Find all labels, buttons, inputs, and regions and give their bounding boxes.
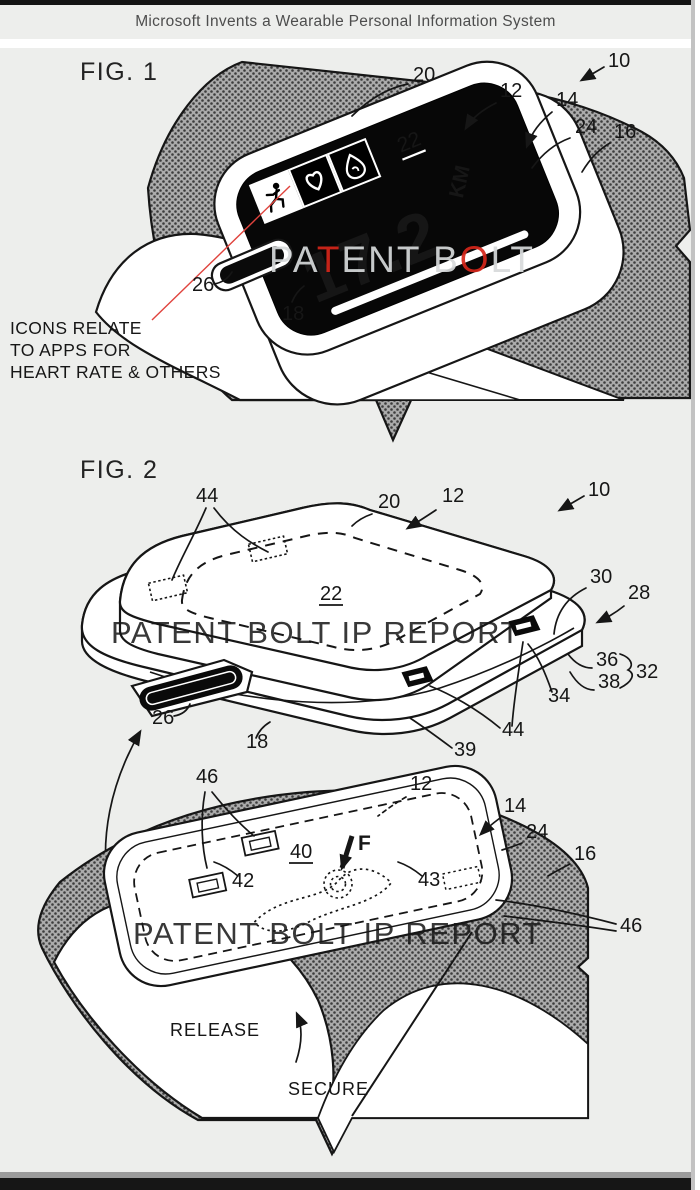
- fig2-force-label: F: [358, 832, 371, 855]
- fig1-note-line2: TO APPS FOR: [10, 340, 131, 360]
- fig1-ref-20: 20: [413, 64, 435, 86]
- fig2-ref-20: 20: [378, 491, 400, 513]
- fig2-watermark-top: PATENT BOLT IP REPORT: [111, 615, 521, 650]
- fig2-ref-46-right: 46: [620, 915, 642, 937]
- fig2-ref-26: 26: [152, 707, 174, 729]
- fig1-label: FIG. 1: [80, 58, 158, 86]
- fig2-leader-28: [598, 606, 624, 622]
- fig1-watermark: PATENT BOLT: [269, 239, 535, 280]
- fig1-note-line3: HEART RATE & OTHERS: [10, 362, 221, 382]
- fig2-ref-46-top: 46: [196, 766, 218, 788]
- fig2-secure-label: SECURE: [288, 1079, 369, 1099]
- fig2-ref-10: 10: [588, 479, 610, 501]
- fig2-ref-44-top: 44: [196, 485, 218, 507]
- fig2-ref-16: 16: [574, 843, 596, 865]
- fig2-ref-24: 24: [526, 821, 548, 843]
- fig1-ref-18: 18: [282, 303, 304, 325]
- fig1-note-line1: ICONS RELATE: [10, 318, 142, 338]
- fig2-watermark-bottom: PATENT BOLT IP REPORT: [133, 916, 543, 951]
- fig2-ref-38: 38: [598, 671, 620, 693]
- fig1-ref-14: 14: [556, 89, 578, 111]
- fig1-ref-26: 26: [192, 274, 214, 296]
- fig2-leader-38: [570, 672, 594, 690]
- fig2-illustration: FIG. 2 22 PATENT BOLT IP REPORT: [38, 456, 658, 1154]
- fig2-ref-32: 32: [636, 661, 658, 683]
- fig2-ref-12-bottom: 12: [410, 773, 432, 795]
- fig2-release-label: RELEASE: [170, 1020, 260, 1040]
- fig2-ref-22: 22: [320, 583, 342, 605]
- fig2-leader-36: [568, 654, 592, 668]
- fig2-brace-32: [620, 654, 632, 688]
- fig1-ref-10: 10: [608, 50, 630, 72]
- fig2-label: FIG. 2: [80, 456, 158, 484]
- right-border: [695, 0, 700, 1190]
- fig2-ref-14: 14: [504, 795, 526, 817]
- fig2-ref-12: 12: [442, 485, 464, 507]
- fig1-illustration: FIG. 1: [10, 36, 690, 440]
- fig2-ref-39: 39: [454, 739, 476, 761]
- fig2-ref-30: 30: [590, 566, 612, 588]
- fig1-leader-10: [582, 67, 604, 80]
- fig2-ref-28: 28: [628, 582, 650, 604]
- bottom-border: [0, 1178, 691, 1190]
- fig2-ref-36: 36: [596, 649, 618, 671]
- fig2-ref-43: 43: [418, 869, 440, 891]
- fig1-ref-12: 12: [500, 80, 522, 102]
- fig1-ref-24: 24: [575, 116, 597, 138]
- fig2-ref-40: 40: [290, 841, 312, 863]
- fig2-leader-10: [560, 496, 584, 510]
- fig1-ref-16: 16: [614, 121, 636, 143]
